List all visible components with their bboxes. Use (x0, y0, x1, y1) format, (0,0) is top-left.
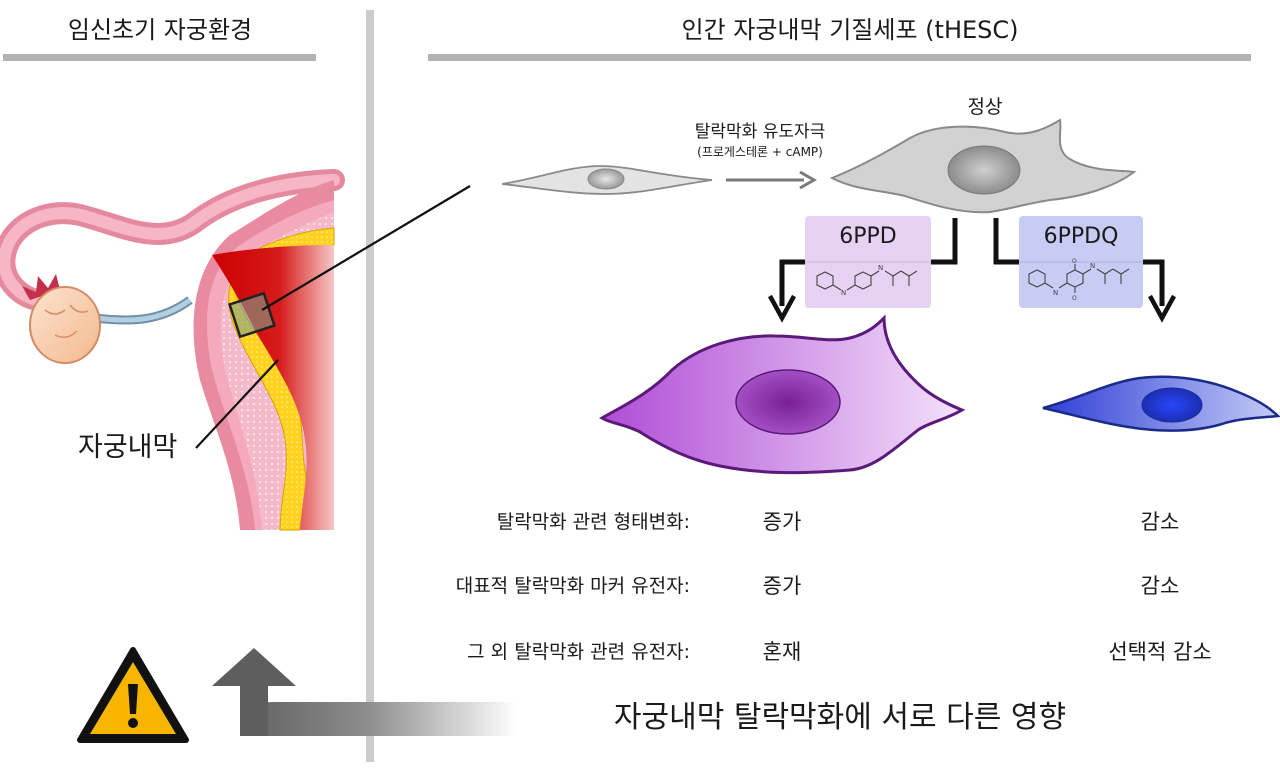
svg-text:N: N (878, 264, 883, 272)
stimulus-sub-label: (프로게스테론 + cAMP) (697, 145, 823, 159)
warning-icon (77, 647, 189, 743)
ppd-marker-genes-value: 증가 (762, 574, 802, 598)
ovary (22, 274, 101, 364)
ppd-treated-cell (599, 314, 966, 475)
right-title-rule (428, 54, 1251, 61)
uterus-label-pointer (195, 359, 279, 449)
svg-text:N: N (841, 289, 846, 297)
left-title-rule (3, 54, 316, 61)
ppdq-marker-genes-value: 감소 (1140, 574, 1180, 598)
row-label-other-genes: 그 외 탈락막화 관련 유전자: (467, 641, 690, 663)
left-panel-title: 임신초기 자궁환경 (67, 16, 253, 44)
undifferentiated-cell (501, 165, 713, 195)
panel-divider (366, 10, 374, 762)
zoom-line (261, 185, 471, 311)
ppdq-compound-box: 6PPDQ N N O O (1019, 216, 1143, 308)
svg-text:N: N (1090, 262, 1095, 270)
svg-text:O: O (1072, 258, 1077, 265)
ppdq-structure: N N O O (1019, 258, 1143, 302)
feedback-arrow (212, 648, 518, 736)
ppd-compound-name: 6PPD (839, 224, 897, 249)
svg-text:O: O (1072, 295, 1077, 302)
conclusion-text: 자궁내막 탈락막화에 서로 다른 영향 (613, 700, 1067, 735)
magnify-box (228, 291, 276, 339)
ppd-other-genes-value: 혼재 (762, 640, 802, 664)
ppdq-other-genes-value: 선택적 감소 (1108, 640, 1212, 664)
row-label-morphology: 탈락막화 관련 형태변화: (496, 511, 690, 533)
ppd-structure: N N (805, 261, 931, 297)
normal-cell-label: 정상 (967, 96, 1003, 118)
ppdq-treated-cell (1042, 375, 1280, 432)
ppdq-morphology-value: 감소 (1140, 510, 1180, 534)
uterus-illustration (0, 169, 471, 531)
stimulus-label: 탈락막화 유도자극 (694, 122, 826, 142)
normal-cell (829, 118, 1137, 214)
ppd-compound-box: 6PPD N N (805, 216, 931, 308)
ppd-morphology-value: 증가 (762, 510, 802, 534)
endometrium-label: 자궁내막 (78, 432, 178, 463)
stimulus-arrow (726, 170, 818, 190)
right-panel-title: 인간 자궁내막 기질세포 (tHESC) (681, 16, 1019, 44)
row-label-marker-genes: 대표적 탈락막화 마커 유전자: (455, 575, 690, 597)
ppdq-compound-name: 6PPDQ (1043, 224, 1119, 249)
svg-text:N: N (1053, 289, 1058, 297)
